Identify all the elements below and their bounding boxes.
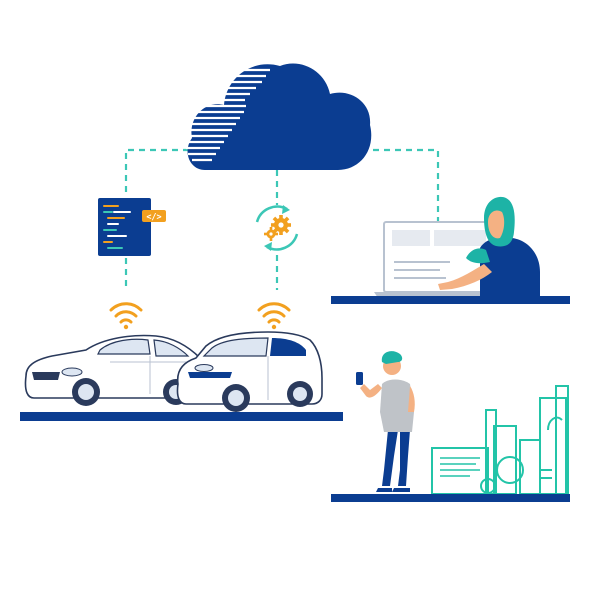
code-window-icon: </> — [98, 198, 166, 256]
laptop-user-scene — [331, 196, 570, 304]
gears-sync-icon — [255, 205, 299, 251]
building-dome — [547, 416, 563, 431]
cars-ground-surface — [20, 412, 343, 421]
wifi-icon-right — [257, 302, 291, 330]
code-tag-label: </> — [146, 213, 161, 223]
wifi-icon-left — [109, 302, 143, 330]
gear-large-icon — [271, 215, 291, 235]
gear-small-icon — [264, 227, 278, 241]
code-tag-badge: </> — [142, 210, 166, 223]
bush-small — [480, 478, 496, 494]
car-right-wheel-rear — [287, 381, 313, 407]
building-tower-4 — [539, 397, 567, 495]
phone-icon — [356, 372, 363, 385]
building-billboard — [431, 447, 489, 495]
building-tower-2 — [493, 425, 517, 495]
man-with-phone — [356, 351, 415, 492]
connector-cloud-to-code — [124, 148, 200, 195]
car-left-wheel-front — [72, 378, 100, 406]
cloud-icon — [184, 63, 372, 170]
tree-round — [496, 456, 524, 484]
laptop-desk-surface — [331, 296, 570, 304]
billboard-text-lines — [440, 457, 480, 477]
car-hatchback-right — [176, 331, 323, 412]
car-right-wheel-front — [222, 384, 250, 412]
cars-scene — [20, 331, 343, 421]
dashed-connectors — [124, 148, 440, 290]
city-buildings — [431, 385, 569, 495]
connector-cloud-to-laptop — [362, 148, 440, 222]
city-ground-surface — [331, 494, 570, 502]
woman-figure — [438, 196, 540, 296]
cloud-speed-lines — [184, 68, 270, 162]
